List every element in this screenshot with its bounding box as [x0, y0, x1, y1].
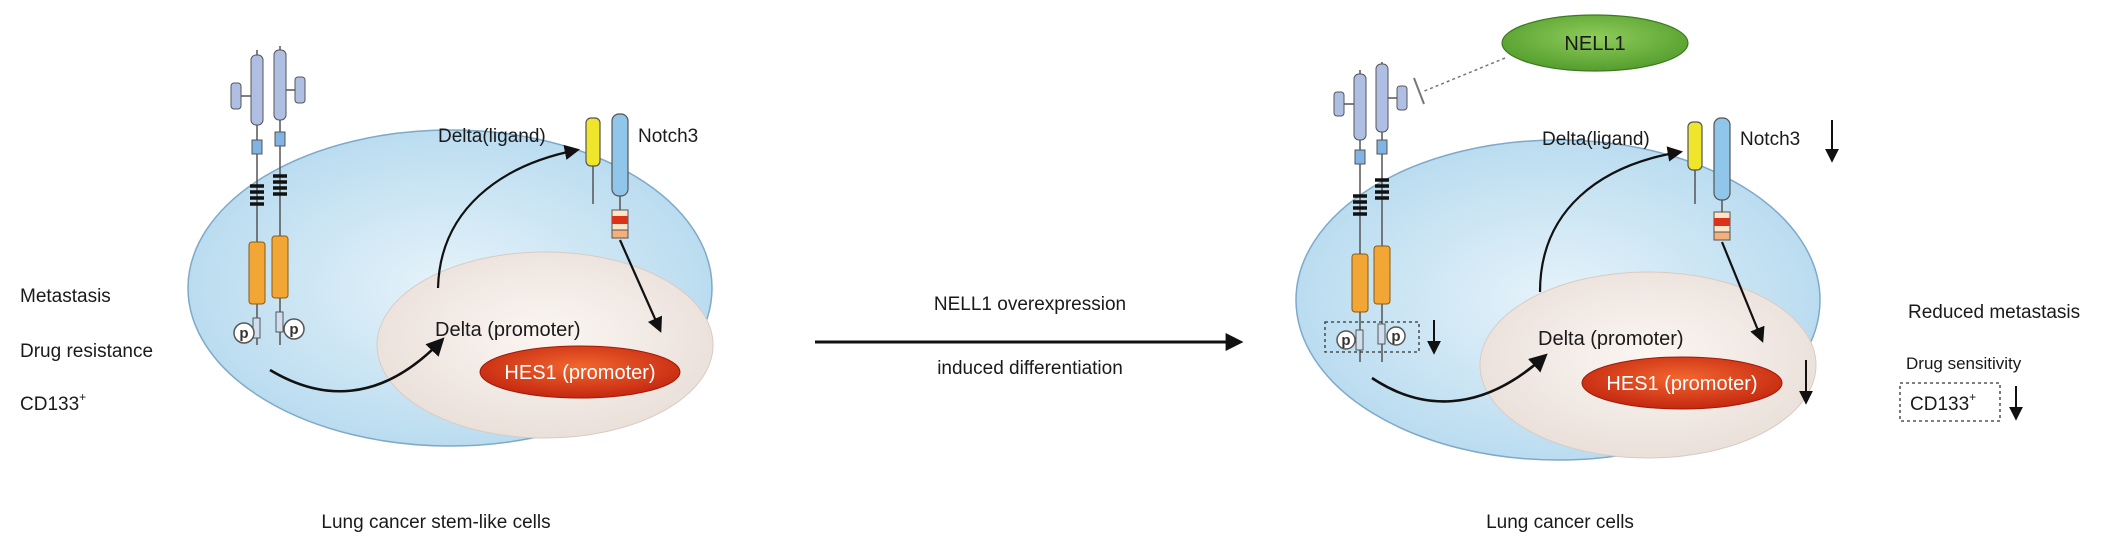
right-panel: NELL1 [1295, 14, 2080, 533]
nell1-inhibition [1421, 57, 1506, 93]
delta-promoter-label: Delta (promoter) [1538, 328, 1684, 350]
transition-label-1: NELL1 overexpression [934, 294, 1126, 315]
side-label-cd133: CD133+ [1910, 390, 1976, 415]
side-label-drug-resistance: Drug resistance [20, 341, 153, 362]
hes1-promoter-label: HES1 (promoter) [504, 362, 655, 384]
receptor-to-delta-arrow [1371, 353, 1548, 403]
delta-promoter-label: Delta (promoter) [435, 319, 581, 341]
cd133-dashed-box [1899, 382, 2001, 422]
ligand-expression-arrow [1538, 146, 1684, 293]
nell1-label: NELL1 [1564, 33, 1625, 55]
phosphate-right-1: p [1336, 330, 1356, 350]
phosphate-left-1: p [233, 322, 255, 344]
phosphate-label: p [1341, 332, 1350, 349]
notch3-receptor [1713, 117, 1731, 241]
transition-label-2: induced differentiation [937, 358, 1123, 379]
delta-ligand [585, 117, 601, 167]
receptor-dimer [1333, 62, 1408, 362]
ligand-label: Delta(ligand) [438, 126, 546, 147]
side-label-cd133: CD133+ [20, 390, 86, 415]
hes1-promoter-label: HES1 (promoter) [1606, 373, 1757, 395]
nell1-protein [1501, 14, 1689, 72]
ligand-label: Delta(ligand) [1542, 129, 1650, 150]
delta-ligand [1687, 121, 1703, 171]
hes1-promoter [1581, 356, 1783, 410]
notch-to-hes1-arrow [618, 239, 663, 333]
phosphate-right-2: p [1386, 326, 1406, 346]
transition: NELL1 overexpression induced differentia… [815, 294, 1244, 379]
receptor-dimer [230, 46, 306, 345]
phosphate-left-2: p [283, 318, 305, 340]
left-caption: Lung cancer stem-like cells [321, 512, 550, 533]
side-label-metastasis: Metastasis [20, 286, 111, 307]
phosphate-dashed-box [1324, 321, 1420, 353]
left-panel: p p Delta(ligand) Notch3 Delta (promoter… [20, 46, 714, 533]
notch3-receptor [611, 113, 629, 239]
side-label-reduced-metastasis: Reduced metastasis [1908, 302, 2080, 323]
right-caption: Lung cancer cells [1486, 512, 1634, 533]
notch3-label: Notch3 [638, 126, 698, 147]
phosphate-label: p [289, 321, 298, 338]
phosphate-label: p [1391, 328, 1400, 345]
notch3-label: Notch3 [1740, 129, 1800, 150]
notch-to-hes1-arrow [1720, 241, 1765, 343]
side-label-drug-sensitivity: Drug sensitivity [1906, 354, 2022, 373]
receptor-to-delta-arrow [269, 337, 445, 393]
nucleus [376, 251, 714, 439]
phosphate-label: p [239, 325, 248, 342]
ligand-expression-arrow [436, 144, 581, 289]
hes1-promoter [479, 345, 681, 399]
